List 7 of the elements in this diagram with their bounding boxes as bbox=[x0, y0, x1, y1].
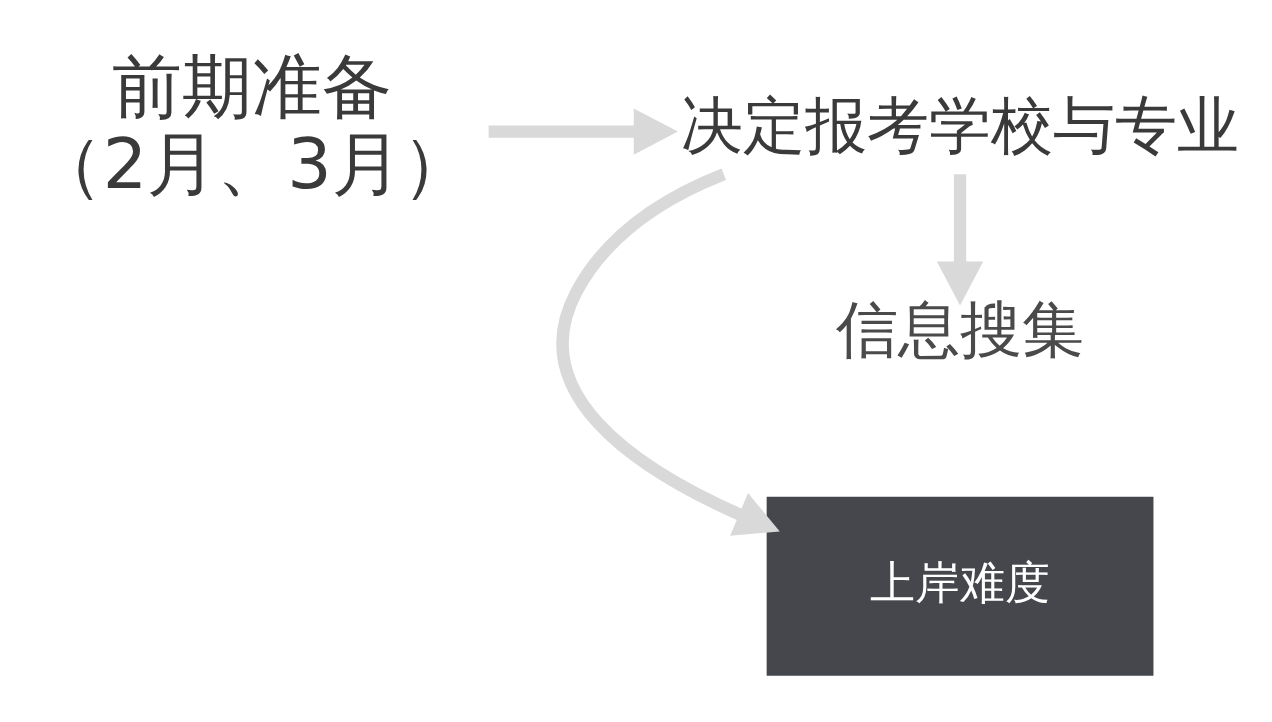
node-text: 前期准备 （2月、3月） bbox=[32, 46, 472, 204]
arrow bbox=[936, 174, 984, 306]
arrow bbox=[488, 108, 678, 155]
node-text: 信息搜集 bbox=[836, 293, 1085, 366]
node-box: 上岸难度 bbox=[766, 496, 1154, 676]
node-text: 决定报考学校与专业 bbox=[681, 90, 1240, 163]
arrow bbox=[556, 168, 780, 536]
